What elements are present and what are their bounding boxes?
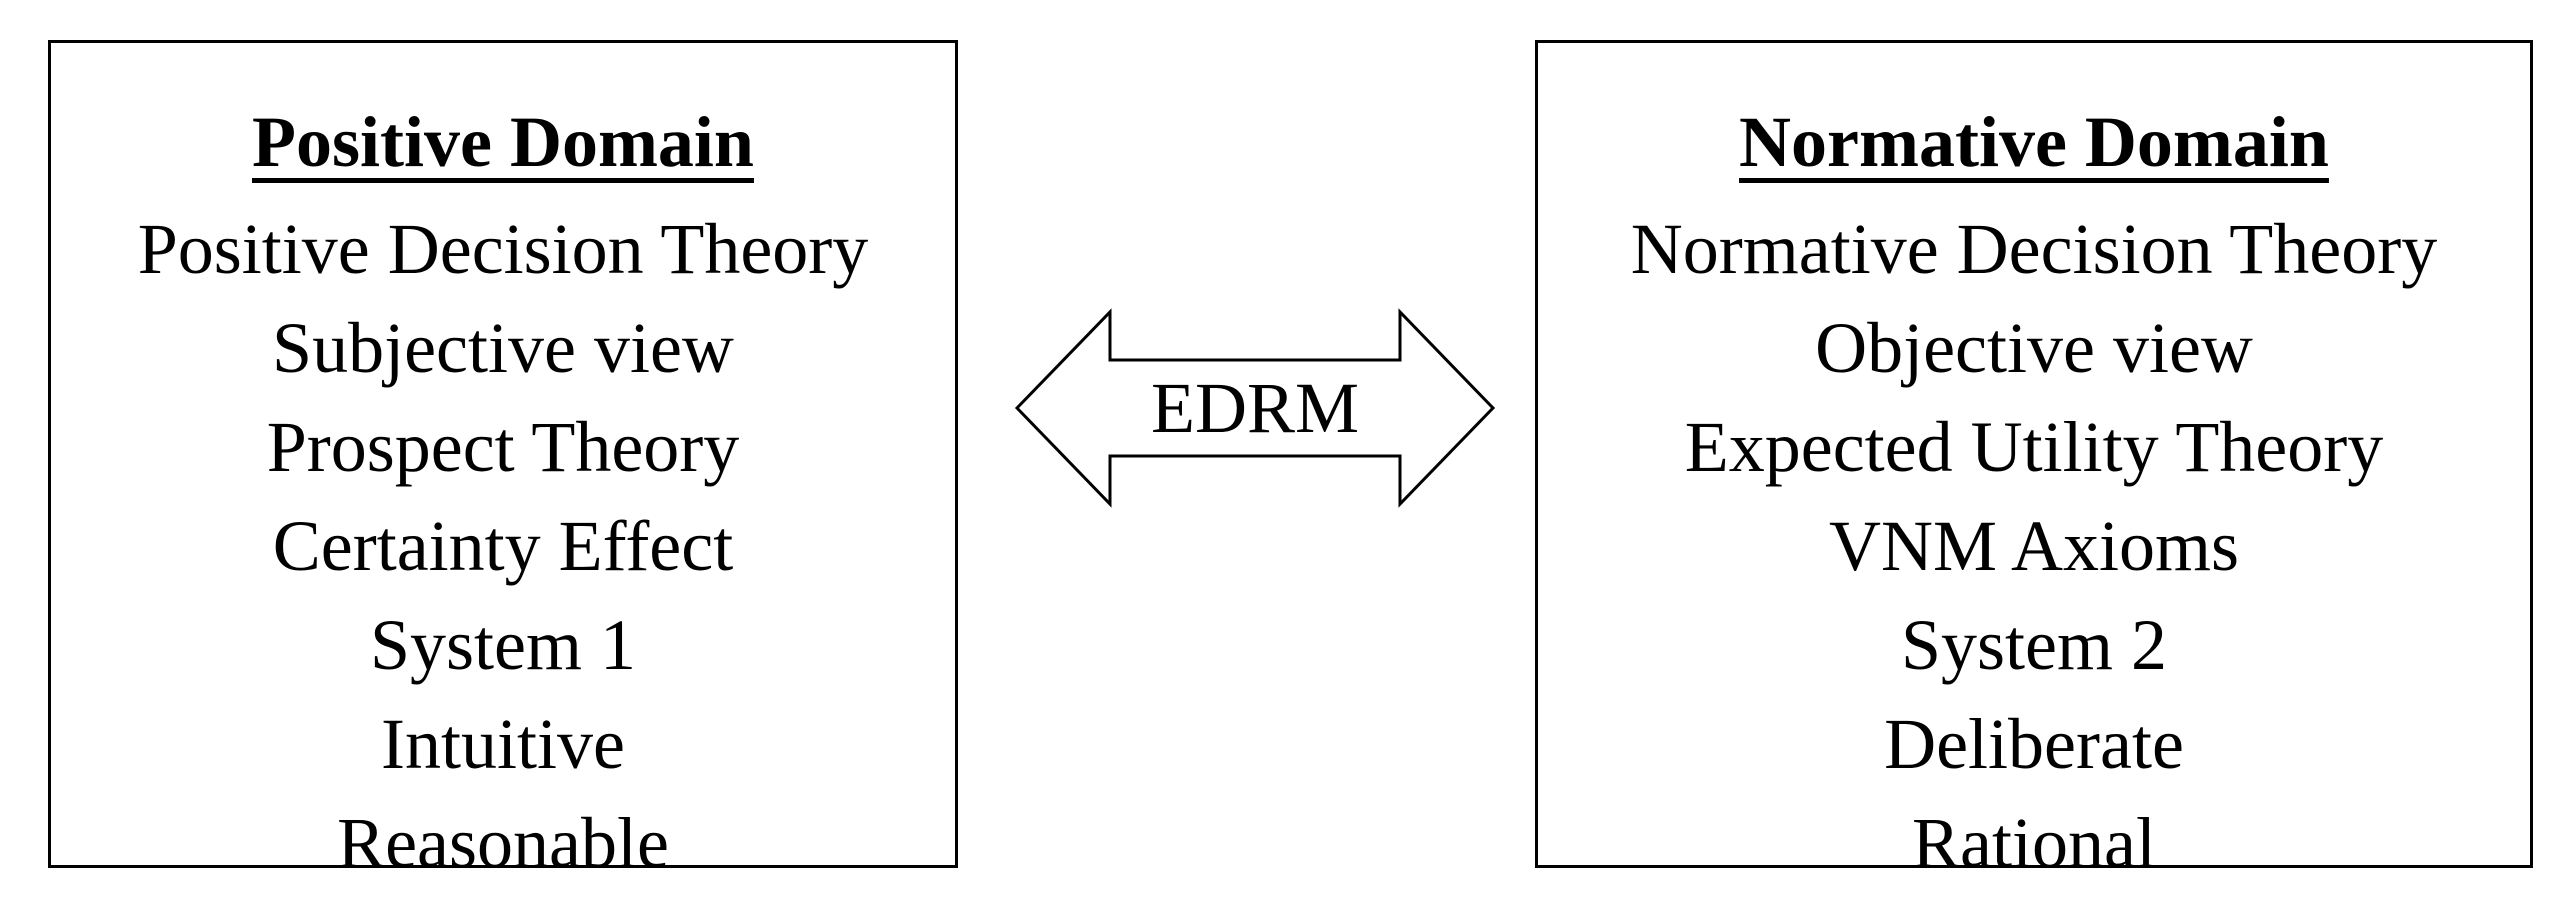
positive-domain-list: Positive Decision Theory Subjective view… [51, 200, 955, 893]
positive-domain-title: Positive Domain [252, 102, 754, 182]
normative-domain-item: Objective view [1815, 308, 2253, 388]
normative-domain-list: Normative Decision Theory Objective view… [1538, 200, 2530, 893]
positive-domain-item: Intuitive [381, 704, 625, 784]
positive-domain-item: Reasonable [337, 803, 669, 883]
positive-domain-item: Subjective view [272, 308, 734, 388]
positive-domain-item: Prospect Theory [266, 407, 740, 487]
edrm-label: EDRM [1150, 368, 1360, 448]
normative-domain-item: Deliberate [1884, 704, 2184, 784]
normative-domain-box: Normative Domain Normative Decision Theo… [1535, 40, 2533, 883]
positive-domain-item: System 1 [369, 605, 637, 685]
normative-domain-item: VNM Axioms [1828, 506, 2240, 586]
normative-domain-item: System 2 [1900, 605, 2168, 685]
normative-domain-item: Normative Decision Theory [1630, 209, 2438, 289]
positive-domain-box: Positive Domain Positive Decision Theory… [48, 40, 958, 883]
positive-domain-item: Certainty Effect [272, 506, 734, 586]
normative-domain-item: Rational [1912, 803, 2156, 883]
arrow-shape [1014, 308, 1496, 508]
normative-domain-title: Normative Domain [1739, 102, 2329, 182]
normative-domain-item: Expected Utility Theory [1684, 407, 2384, 487]
positive-domain-item: Positive Decision Theory [137, 209, 869, 289]
double-headed-arrow-icon [1014, 308, 1496, 508]
